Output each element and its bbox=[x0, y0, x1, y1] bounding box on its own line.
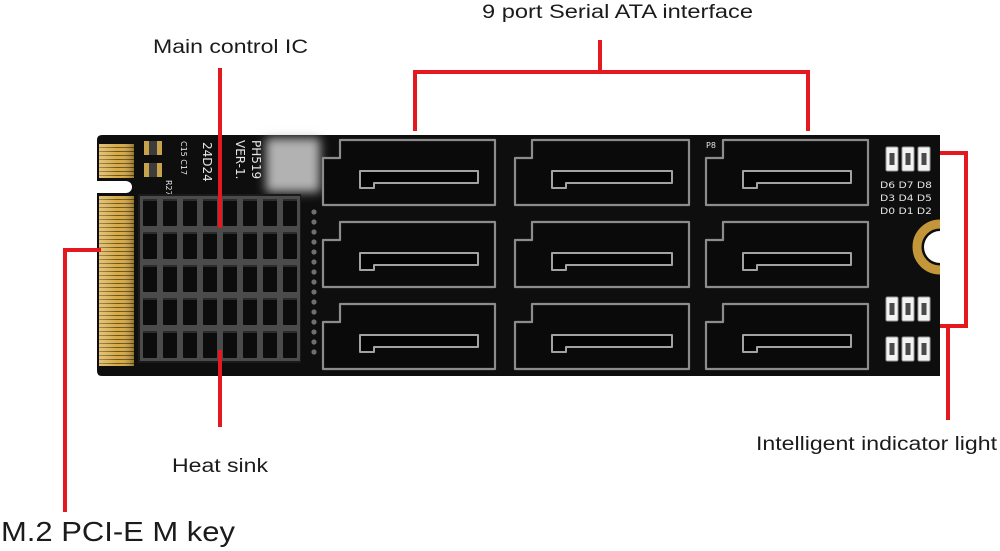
silk-version: VER-1. bbox=[233, 140, 247, 179]
callout-lines bbox=[63, 40, 968, 512]
sata-port bbox=[704, 138, 870, 207]
smd-components bbox=[144, 141, 162, 177]
mounting-notch-ring bbox=[912, 219, 941, 275]
sata-port bbox=[513, 138, 691, 207]
status-led bbox=[885, 296, 899, 322]
led-lens bbox=[905, 343, 911, 355]
status-led bbox=[901, 146, 915, 172]
solder-pad bbox=[311, 209, 317, 215]
sata-interface-bracket bbox=[413, 40, 810, 131]
led-lens bbox=[889, 303, 895, 315]
sata-port bbox=[704, 220, 870, 289]
status-led bbox=[917, 336, 931, 362]
smd-terminal bbox=[157, 163, 162, 177]
silk-port-label: P8 bbox=[706, 141, 716, 150]
sata-port-key bbox=[742, 170, 852, 189]
led-lens bbox=[905, 153, 911, 165]
led-label-row: D6 D7 D8 bbox=[880, 181, 932, 191]
solder-pad bbox=[311, 339, 317, 345]
smd-terminal bbox=[157, 141, 162, 155]
solder-pad bbox=[311, 229, 317, 235]
sata-port-key bbox=[551, 252, 673, 271]
m2-key-pointer bbox=[63, 248, 101, 512]
silk-resistor: R27 bbox=[164, 180, 173, 196]
sata-port-key bbox=[742, 334, 852, 353]
solder-pad bbox=[311, 249, 317, 255]
solder-pad bbox=[311, 349, 317, 355]
sata-port bbox=[513, 220, 691, 289]
solder-pad bbox=[311, 279, 317, 285]
led-label-row: D3 D4 D5 bbox=[880, 194, 932, 204]
led-lens bbox=[921, 303, 927, 315]
smd-terminal bbox=[144, 163, 149, 177]
smd-terminal bbox=[144, 141, 149, 155]
silk-date-code: 24D24 bbox=[200, 142, 214, 182]
sata-port-key bbox=[359, 252, 479, 271]
solder-pad bbox=[311, 319, 317, 325]
status-led bbox=[885, 336, 899, 362]
sata-port-key bbox=[551, 334, 673, 353]
solder-pad bbox=[311, 259, 317, 265]
sata-port-key bbox=[742, 252, 852, 271]
sata-port-key bbox=[359, 170, 479, 189]
blurred-logo bbox=[266, 138, 320, 192]
led-labels: D6 D7 D8 D3 D4 D5 D0 D1 D2 bbox=[880, 181, 932, 217]
indicator-light-bracket bbox=[940, 151, 968, 420]
m2-gold-fingers bbox=[99, 144, 134, 366]
silk-model: PH519 bbox=[249, 140, 263, 179]
silk-capacitors: C15 C17 bbox=[179, 141, 188, 175]
status-led bbox=[901, 296, 915, 322]
led-lens bbox=[889, 343, 895, 355]
solder-pad bbox=[311, 289, 317, 295]
solder-pad-column bbox=[311, 209, 317, 355]
sata-port bbox=[321, 220, 497, 289]
silkscreen: C15 C17 R27 24D24 VER-1. PH519 bbox=[164, 140, 263, 196]
status-led bbox=[885, 146, 899, 172]
indicator-leds bbox=[885, 146, 931, 362]
solder-pad bbox=[311, 309, 317, 315]
solder-pad bbox=[311, 269, 317, 275]
solder-pad bbox=[311, 219, 317, 225]
sata-port bbox=[321, 138, 497, 207]
indicator-light-label: Intelligent indicator light bbox=[756, 434, 998, 455]
led-lens bbox=[905, 303, 911, 315]
sata-port-key bbox=[359, 334, 479, 353]
main-control-ic-label: Main control IC bbox=[153, 37, 308, 58]
led-lens bbox=[921, 153, 927, 165]
solder-pad bbox=[311, 299, 317, 305]
led-label-row: D0 D1 D2 bbox=[880, 207, 932, 217]
status-led bbox=[901, 336, 915, 362]
sata-port-key bbox=[551, 170, 673, 189]
led-lens bbox=[921, 343, 927, 355]
sata-port bbox=[321, 302, 497, 371]
led-lens bbox=[889, 153, 895, 165]
solder-pad bbox=[311, 329, 317, 335]
gold-fingers-shade bbox=[99, 196, 134, 366]
heat-sink-label: Heat sink bbox=[172, 456, 269, 477]
sata-interface-label: 9 port Serial ATA interface bbox=[482, 2, 753, 23]
sata-port bbox=[704, 302, 870, 371]
sata-port bbox=[513, 302, 691, 371]
m2-key-label: M.2 PCI-E M key bbox=[1, 516, 235, 547]
solder-pad bbox=[311, 239, 317, 245]
gold-fingers-shade bbox=[99, 144, 134, 178]
sata-port-grid bbox=[321, 138, 870, 371]
status-led bbox=[917, 146, 931, 172]
status-led bbox=[917, 296, 931, 322]
